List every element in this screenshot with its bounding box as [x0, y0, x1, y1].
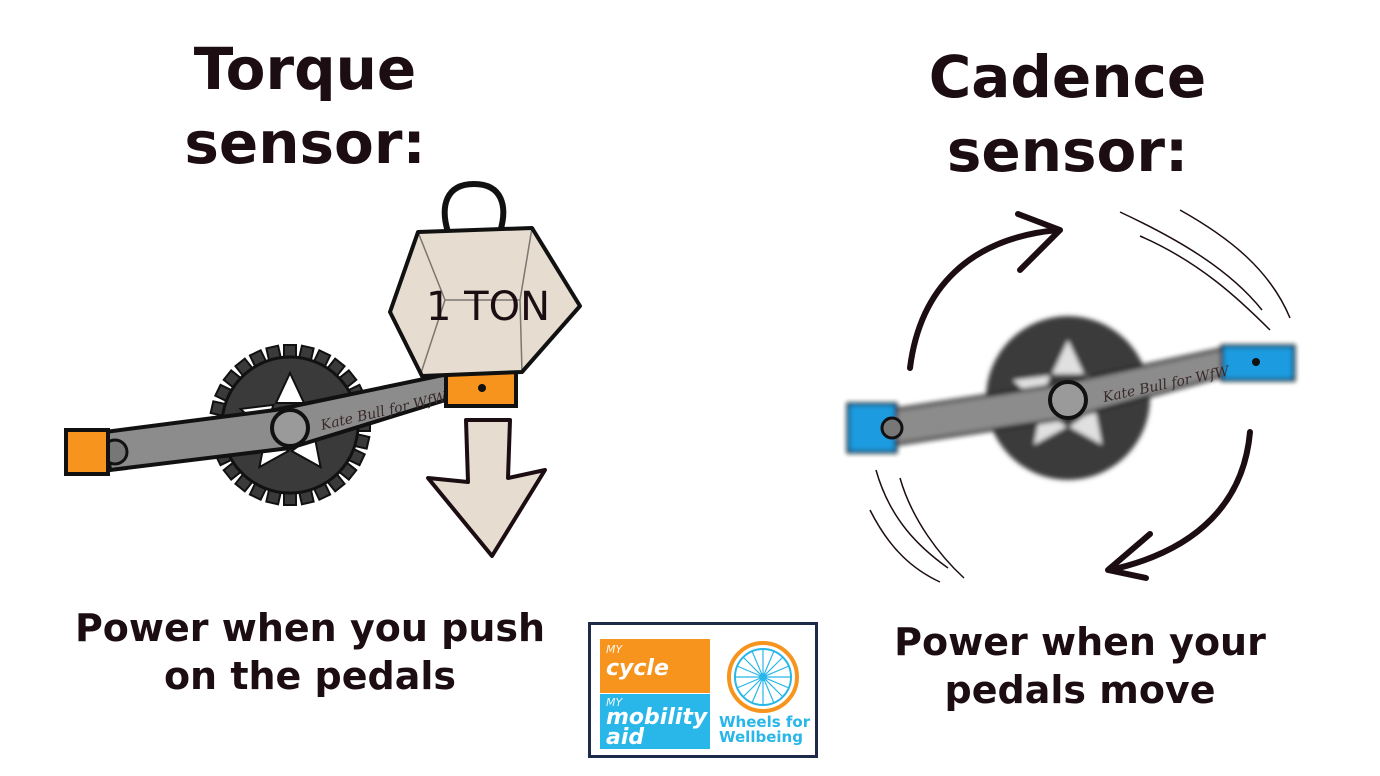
torque-caption-line1: Power when you push: [74, 606, 546, 650]
logo-my-label: MY: [606, 643, 623, 656]
torque-title-line1: Torque: [193, 35, 417, 103]
logo-wheels-line2: Wellbeing: [719, 728, 803, 746]
logo-wheels-text: Wheels for Wellbeing: [719, 715, 811, 745]
cadence-caption-line2: pedals move: [944, 668, 1216, 712]
rotation-arrow-top-icon: [907, 227, 1061, 371]
weight-label: 1 TON: [426, 284, 550, 330]
logo-cycle-panel: MY cycle: [600, 639, 710, 693]
partner-logo: MY cycle MY mobility aid Wheels for Well…: [588, 622, 818, 758]
logo-mobility-label: mobility: [606, 705, 708, 730]
torque-caption-line2: on the pedals: [163, 654, 457, 698]
cadence-caption-line1: Power when your: [894, 620, 1266, 664]
cadence-sensor-title: Cadence sensor:: [895, 40, 1240, 188]
cadence-title-line1: Cadence: [928, 43, 1207, 111]
rotation-arrow-bottom-icon: [1107, 429, 1253, 573]
logo-aid-label: aid: [606, 725, 645, 750]
torque-title-line2: sensor:: [184, 109, 426, 177]
logo-my-label-2: MY: [606, 696, 623, 709]
down-arrow-icon: [426, 418, 547, 558]
cadence-caption: Power when your pedals move: [870, 618, 1290, 714]
cadence-title-line2: sensor:: [946, 117, 1189, 185]
torque-sensor-title: Torque sensor:: [130, 32, 480, 180]
motion-lines-icon: [869, 209, 1291, 583]
wheel-icon: [727, 641, 799, 713]
logo-mobility-panel: MY mobility aid: [600, 694, 710, 749]
logo-wheels-line1: Wheels for: [719, 713, 811, 731]
weight-handle-icon: [441, 180, 507, 235]
torque-caption: Power when you push on the pedals: [60, 604, 560, 700]
logo-cycle-label: cycle: [606, 656, 669, 681]
left-pedal-icon: [64, 428, 110, 476]
